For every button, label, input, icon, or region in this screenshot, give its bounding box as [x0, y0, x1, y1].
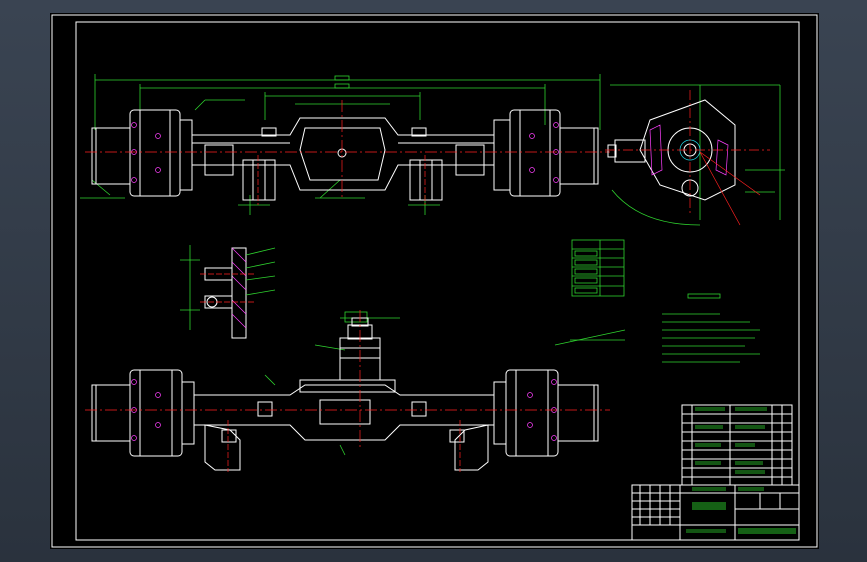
side-dimensions [610, 84, 785, 226]
axle-housing [191, 117, 495, 201]
parts-list [681, 404, 793, 486]
left-brake-drum [91, 109, 193, 197]
dimension-table [571, 239, 625, 297]
title-block [631, 484, 800, 541]
top-center-lines [85, 310, 610, 472]
outer-frame [51, 14, 818, 548]
front-center-lines [85, 100, 610, 205]
inner-frame [75, 21, 800, 541]
front-dimensions [80, 74, 601, 215]
detail-view [180, 245, 276, 339]
top-view [85, 310, 626, 472]
side-center-lines [605, 90, 770, 226]
notes-block [662, 293, 760, 363]
side-view [605, 84, 785, 226]
sheet-background [50, 13, 819, 549]
top-left-brake-drum [91, 369, 195, 457]
front-view [80, 74, 610, 215]
